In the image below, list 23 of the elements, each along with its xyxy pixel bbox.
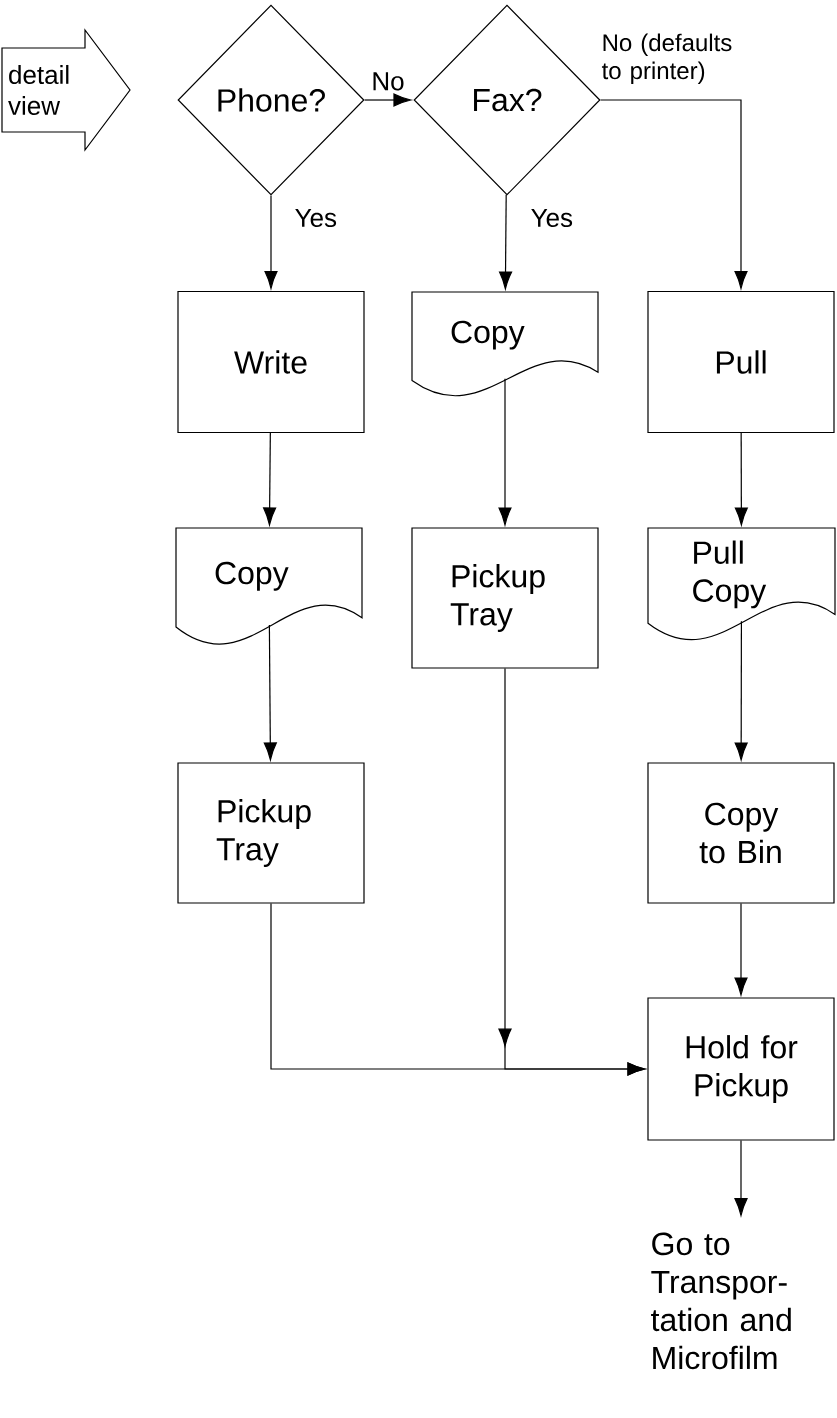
process-box: Pickup Tray — [411, 527, 599, 669]
arrow — [263, 624, 277, 761]
arrow — [498, 378, 512, 526]
arrow — [498, 194, 513, 290]
edge-label: No (defaults to printer) — [600, 32, 743, 85]
process-box: Write — [177, 290, 365, 434]
process-box: Hold for Pickup — [647, 997, 835, 1141]
end-text: Go to Transpor- tation and Microfilm — [651, 1232, 791, 1370]
process-box: Copy to Bin — [647, 762, 835, 904]
process-box: Pickup Tray — [177, 762, 365, 904]
arrow — [264, 195, 278, 289]
edge-label: Yes — [293, 207, 338, 229]
arrow — [734, 903, 748, 996]
arrow — [600, 99, 748, 289]
process-box: Pull — [647, 290, 835, 434]
arrow — [734, 620, 748, 761]
arrow — [263, 432, 277, 526]
arrow — [498, 668, 646, 1076]
edge-label: No — [370, 71, 406, 92]
arrow — [364, 93, 412, 107]
edge-label: Yes — [529, 207, 574, 229]
arrow — [734, 432, 748, 526]
arrow — [734, 1140, 748, 1216]
